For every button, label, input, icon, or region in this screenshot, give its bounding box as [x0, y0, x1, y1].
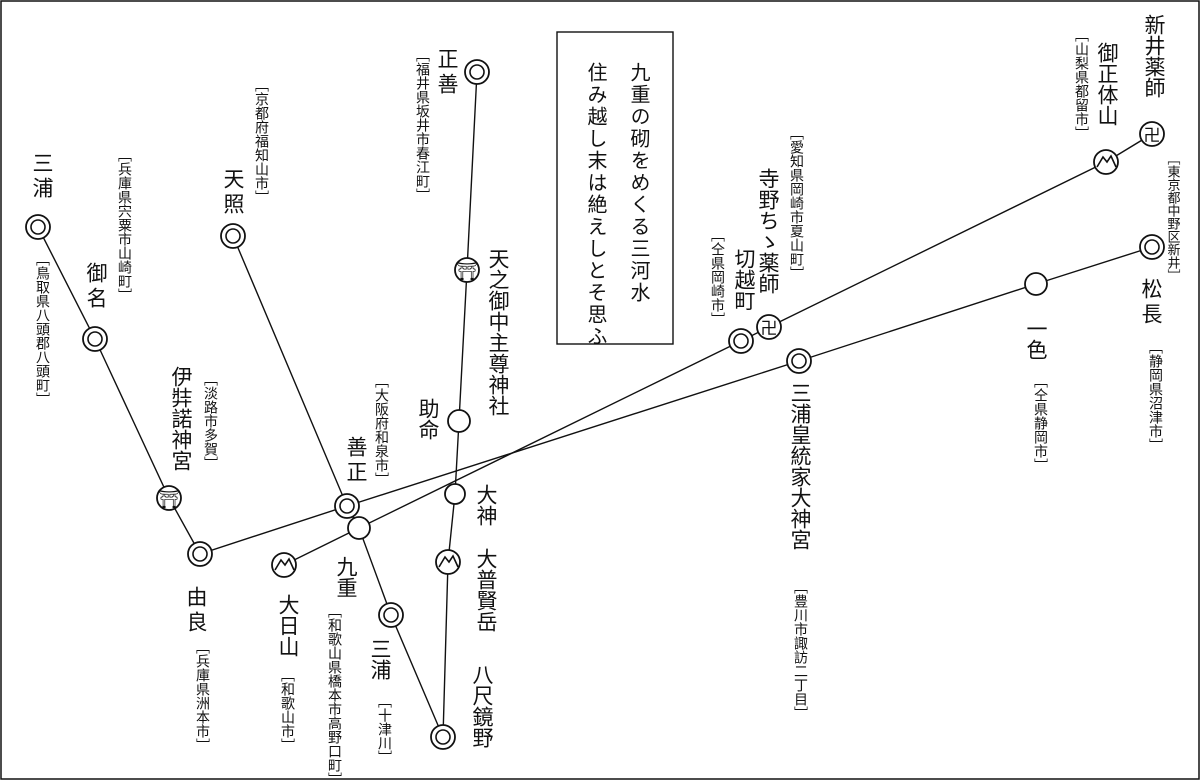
place-address: ﹇鳥取県八頭郡八頭町﹈: [34, 252, 50, 406]
marker-yatanokagami: [430, 724, 456, 750]
place-address: ﹇和歌山市﹈: [279, 668, 295, 752]
place-name: 三浦皇統家大神宮: [788, 382, 812, 550]
marker-tensho: [220, 223, 246, 249]
place-address: ﹇東京都中野区新井﹈: [1165, 152, 1181, 282]
place-name: 正善: [435, 48, 459, 98]
marker-isshiki: [1024, 272, 1048, 296]
svg-text:卍: 卍: [761, 319, 778, 339]
marker-kirikoshi: [728, 328, 754, 354]
place-name: 御名: [84, 262, 108, 312]
place-name: 八尺鏡野: [470, 664, 494, 748]
shrine-icon: ⛩: [156, 485, 182, 511]
place-name: 助命: [416, 398, 440, 440]
place-name: 新井薬師: [1142, 14, 1166, 98]
place-address: ﹇福井県坂井市春江町﹈: [414, 48, 430, 202]
place-address: ﹇仝県静岡市﹈: [1032, 374, 1048, 472]
marker-yura: [187, 541, 213, 567]
place-address: ﹇兵庫県洲本市﹈: [194, 640, 210, 752]
shrine-icon: ⛩: [454, 257, 480, 283]
marker-miura-totsukawa: [378, 602, 404, 628]
poem-line-1: 九重の砌をめくる三河水: [627, 62, 651, 304]
place-address: ﹇静岡県沼津市﹈: [1147, 340, 1163, 452]
route-line-west: [37, 226, 1153, 555]
poem-line-2: 住み越し末は絶えしとそ思ふ: [584, 62, 608, 348]
marker-miura-tottori: [25, 214, 51, 240]
place-name: 伊弉諾神宮: [169, 366, 193, 471]
place-address: ﹇十津川﹈: [376, 694, 392, 764]
route-line-fukui-south: [442, 71, 478, 738]
place-name: 三浦: [368, 638, 392, 680]
mountain-icon: [271, 552, 297, 578]
place-name: 松長: [1139, 278, 1163, 328]
place-name: 天之御中主尊神社: [486, 248, 510, 416]
labels: 三浦 ﹇鳥取県八頭郡八頭町﹈ 御名 ﹇兵庫県宍粟市山崎町﹈ 伊弉諾神宮 ﹇淡路市…: [30, 14, 1181, 784]
marker-daijin: [444, 483, 466, 505]
mountain-icon: [1093, 149, 1119, 175]
place-address: ﹇山梨県都留市﹈: [1073, 28, 1089, 140]
marker-sukemei: [447, 409, 471, 433]
svg-text:卍: 卍: [1144, 126, 1161, 146]
place-address: ﹇仝県岡崎市﹈: [709, 228, 725, 326]
place-name: 九重: [334, 556, 358, 598]
poem-box: 九重の砌をめくる三河水 住み越し末は絶えしとそ思ふ: [556, 31, 674, 348]
place-name: 大普賢岳: [474, 548, 498, 632]
temple-icon: 卍: [1139, 121, 1165, 147]
svg-text:⛩: ⛩: [456, 261, 479, 282]
poem-frame: [556, 31, 674, 345]
temple-icon: 卍: [756, 314, 782, 340]
place-name: 寺野ちゝ薬師: [756, 168, 780, 294]
place-address: ﹇兵庫県宍粟市山崎町﹈: [116, 148, 132, 302]
marker-matsunaga: [1139, 234, 1165, 260]
place-name: 大日山: [276, 594, 300, 657]
place-name: 天照: [221, 168, 245, 218]
place-name: 大神: [474, 484, 498, 526]
place-name: 由良: [184, 586, 208, 636]
svg-text:⛩: ⛩: [158, 489, 181, 510]
mountain-icon: [435, 549, 461, 575]
place-address: ﹇愛知県岡崎市夏山町﹈: [788, 126, 804, 280]
place-name: 一色: [1024, 318, 1048, 360]
marker-shozen: [464, 59, 490, 85]
place-address: ﹇豊川市諏訪二丁目﹈: [792, 580, 808, 720]
place-address: ﹇京都府福知山市﹈: [253, 78, 269, 204]
place-name: 切越町: [732, 248, 756, 311]
marker-mina: [82, 326, 108, 352]
place-address: ﹇和歌山県橋本市高野口町﹈: [326, 604, 342, 780]
place-name: 御正体山: [1095, 42, 1119, 126]
place-name: 三浦: [30, 152, 54, 202]
marker-miura-kotai: [786, 348, 812, 374]
markers: ⛩ ⛩ 卍 卍: [25, 59, 1165, 750]
place-name: 善正: [344, 436, 368, 486]
marker-kokonoe: [347, 516, 371, 540]
place-address: ﹇大阪府和泉市﹈: [373, 374, 389, 486]
marker-zensho-osaka: [334, 493, 360, 519]
place-address: ﹇淡路市多賀﹈: [202, 372, 218, 470]
